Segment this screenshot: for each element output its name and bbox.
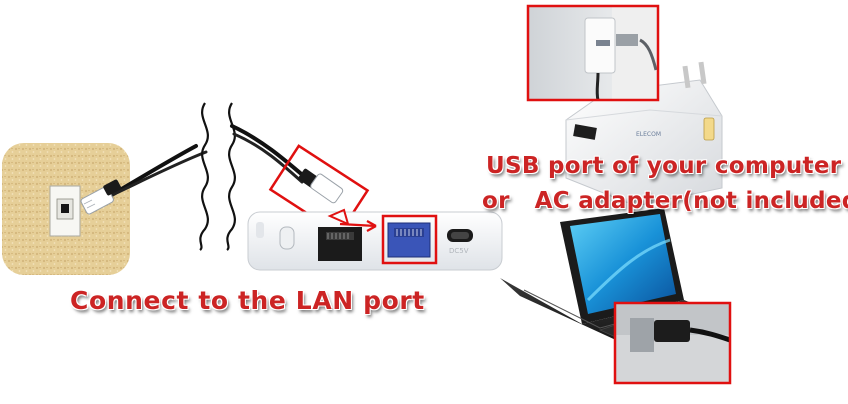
usb-inset — [615, 303, 731, 383]
adapter-inset — [528, 6, 658, 101]
lan-cable-router-side — [230, 124, 344, 204]
wireless-router: DC5V — [247, 211, 503, 271]
lan-port-highlight-box — [381, 214, 438, 265]
power-caption-line2: or AC adapter(not included) — [482, 188, 848, 214]
wave-break-icon — [199, 102, 236, 251]
wall-lan-outlet — [2, 143, 130, 275]
power-caption-line1: USB port of your computer — [486, 153, 842, 179]
ac-adapter: ELECOM — [565, 61, 723, 207]
lan-port-caption: Connect to the LAN port — [70, 286, 425, 315]
adapter-inset-highlight-box — [526, 4, 660, 102]
lan-cable-wall-side — [80, 144, 208, 215]
brand-label: ELECOM — [636, 131, 661, 138]
arrow-icon — [327, 208, 377, 232]
dc-label: DC5V — [449, 247, 469, 255]
usb-inset-highlight-box — [613, 301, 732, 385]
